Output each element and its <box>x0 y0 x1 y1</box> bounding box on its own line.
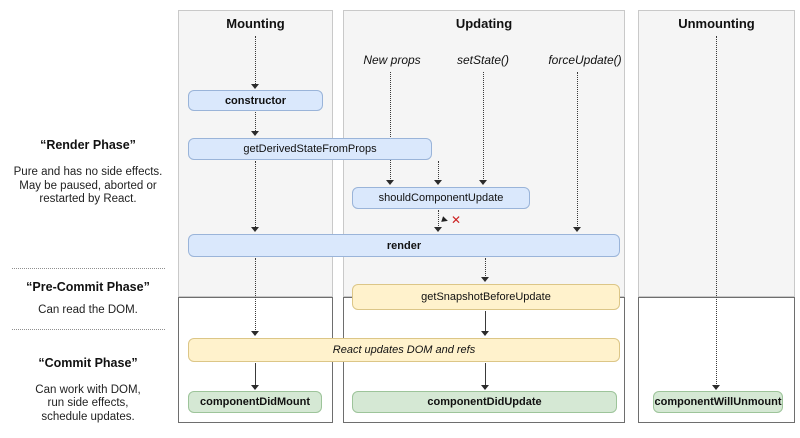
arrow-render-to-dom-update <box>255 258 256 332</box>
arrowhead-icon <box>386 180 394 185</box>
node-react-updates-dom: React updates DOM and refs <box>188 338 620 362</box>
trigger-set-state: setState() <box>456 53 510 67</box>
pre-commit-phase-desc-line: Can read the DOM. <box>38 304 138 316</box>
node-component-did-update: componentDidUpdate <box>352 391 617 413</box>
trigger-force-update: forceUpdate() <box>548 53 622 67</box>
node-render: render <box>188 234 620 257</box>
arrow-dom-update-to-cdm <box>255 363 256 386</box>
unmounting-column-title: Unmounting <box>678 16 755 31</box>
node-constructor: constructor <box>188 90 323 111</box>
arrowhead-icon <box>251 331 259 336</box>
phase-separator <box>12 268 165 269</box>
arrow-gdsfp-to-scu <box>438 161 439 181</box>
arrow-scu-to-render <box>438 210 439 228</box>
render-phase-desc-line: Pure and has no side effects. <box>13 166 163 178</box>
render-phase-desc-line: May be paused, aborted or <box>19 180 157 192</box>
node-get-snapshot-before-update: getSnapshotBeforeUpdate <box>352 284 620 310</box>
arrow-unmounting-to-cwu <box>716 36 717 386</box>
node-component-will-unmount: componentWillUnmount <box>653 391 783 413</box>
arrowhead-icon <box>251 227 259 232</box>
arrowhead-icon <box>251 385 259 390</box>
arrowhead-icon <box>434 180 442 185</box>
arrow-render-to-gsbu <box>485 258 486 278</box>
arrowhead-icon <box>434 227 442 232</box>
render-phase-title: “Render Phase” <box>40 138 136 152</box>
node-component-did-mount: componentDidMount <box>188 391 322 413</box>
commit-phase-desc-line: schedule updates. <box>41 411 135 423</box>
commit-phase-title: “Commit Phase” <box>38 356 138 370</box>
node-get-derived-state-from-props: getDerivedStateFromProps <box>188 138 432 160</box>
arrow-new-props-to-scu <box>390 72 391 181</box>
render-phase-desc-line: restarted by React. <box>39 193 137 205</box>
arrowhead-icon <box>481 277 489 282</box>
arrow-mounting-to-constructor <box>255 36 256 84</box>
updating-column-title: Updating <box>455 16 513 31</box>
arrow-constructor-to-gdsfp <box>255 112 256 131</box>
commit-phase-desc-line: Can work with DOM, <box>35 384 141 396</box>
node-should-component-update: shouldComponentUpdate <box>352 187 530 209</box>
arrowhead-icon <box>573 227 581 232</box>
arrowhead-icon <box>712 385 720 390</box>
arrowhead-icon <box>479 180 487 185</box>
arrow-gdsfp-to-render <box>255 161 256 227</box>
arrowhead-icon <box>481 385 489 390</box>
arrowhead-icon <box>481 331 489 336</box>
arrow-set-state-to-scu <box>483 72 484 181</box>
trigger-new-props: New props <box>363 53 421 67</box>
arrow-dom-update-to-cdu <box>485 363 486 386</box>
arrowhead-icon <box>251 131 259 136</box>
arrow-force-update-to-render <box>577 72 578 228</box>
commit-phase-desc-line: run side effects, <box>47 397 129 409</box>
mounting-column-title: Mounting <box>226 16 285 31</box>
phase-separator <box>12 329 165 330</box>
stop-update-x-icon: ✕ <box>451 213 462 227</box>
arrowhead-icon <box>251 84 259 89</box>
arrow-gsbu-to-dom-update <box>485 311 486 332</box>
pre-commit-phase-title: “Pre-Commit Phase” <box>26 280 150 294</box>
